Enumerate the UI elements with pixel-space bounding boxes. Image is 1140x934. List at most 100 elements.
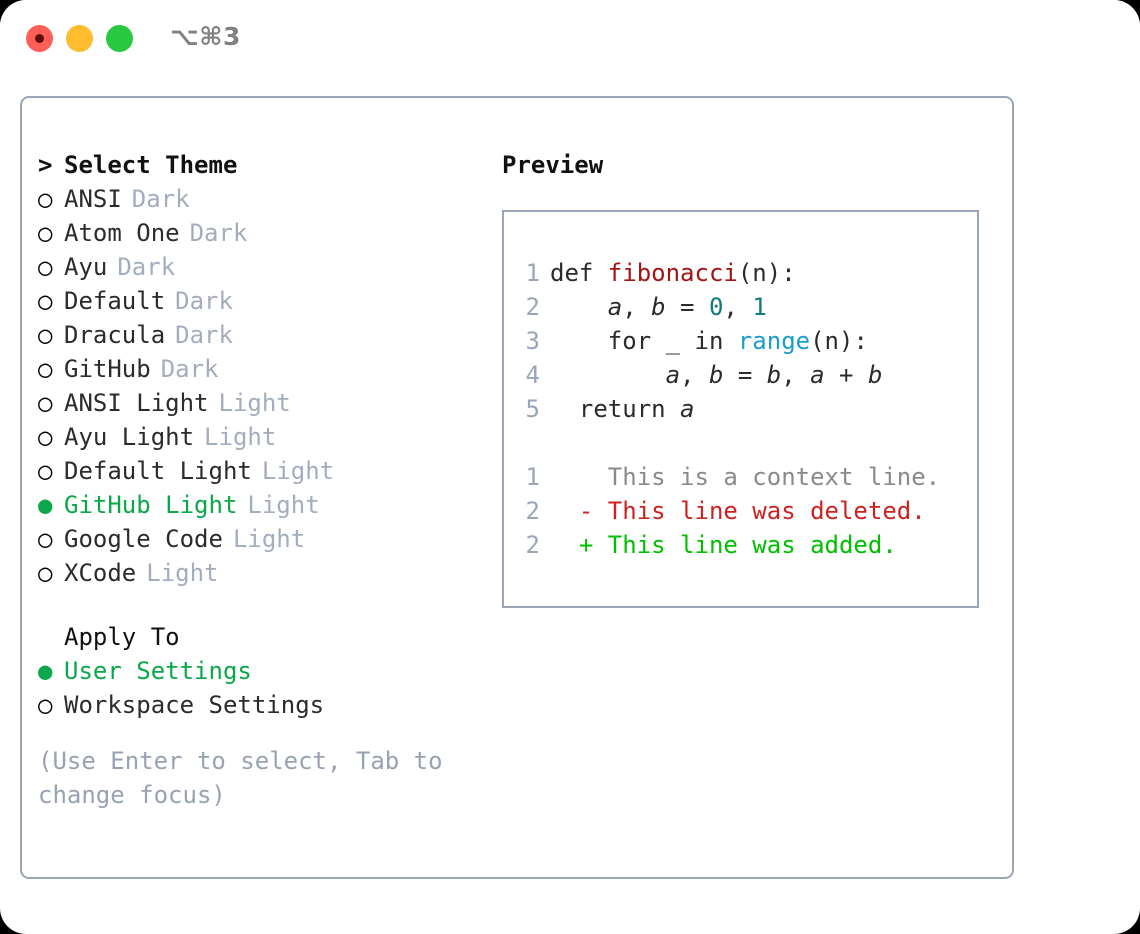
apply-to-marker-spacer [38, 620, 64, 654]
diff-line: 2 + This line was added. [504, 528, 977, 562]
line-number: 5 [525, 395, 540, 423]
line-number: 2 [525, 531, 540, 559]
keyboard-shortcut-label: ⌥⌘3 [170, 22, 241, 51]
select-theme-heading: >Select Theme [38, 148, 488, 182]
title-bar: ⌥⌘3 [0, 0, 1140, 78]
code-line: 1 def fibonacci(n): [504, 256, 977, 290]
keyboard-hint-text: (Use Enter to select, Tab to change focu… [38, 747, 458, 809]
theme-name-label: GitHub Light [64, 491, 238, 519]
radio-unselected-icon: ○ [38, 253, 53, 281]
code-token [550, 361, 666, 389]
theme-variant-label: Dark [117, 253, 176, 281]
apply-to-item[interactable]: ● User Settings [38, 654, 488, 688]
theme-name-label: Ayu [64, 253, 108, 281]
line-number: 1 [525, 463, 540, 491]
code-token: 1 [752, 293, 767, 321]
radio-unselected-icon: ○ [38, 457, 53, 485]
code-token: b [651, 293, 666, 321]
theme-variant-label: Light [204, 423, 277, 451]
code-line-content: def fibonacci(n): [550, 256, 796, 290]
apply-to-list[interactable]: ● User Settings ○Workspace Settings [38, 654, 488, 722]
radio-unselected-icon: ○ [38, 423, 53, 451]
code-token: + [824, 361, 868, 389]
close-button[interactable] [26, 25, 53, 52]
section-gap [38, 590, 488, 620]
code-token: b [867, 361, 883, 389]
theme-name-label: ANSI [64, 185, 122, 213]
theme-variant-label: Light [146, 559, 219, 587]
theme-name-label: Default Light [64, 457, 252, 485]
apply-to-heading: Apply To [38, 620, 488, 654]
code-line: 2 a, b = 0, 1 [504, 290, 977, 324]
theme-list-item[interactable]: ○ Ayu Light Light [38, 420, 488, 454]
code-diff-gap [504, 426, 977, 460]
code-token: , [723, 293, 753, 321]
theme-variant-label: Dark [131, 185, 190, 213]
code-token: b [766, 361, 782, 389]
theme-variant-label: Dark [160, 355, 219, 383]
preview-heading: Preview [502, 151, 604, 179]
radio-unselected-icon: ○ [38, 185, 53, 213]
line-number: 2 [525, 293, 540, 321]
close-icon [35, 34, 44, 43]
line-number: 1 [525, 259, 540, 287]
select-theme-heading-label: Select Theme [64, 151, 238, 179]
code-line-content: return a [550, 392, 695, 426]
minimize-button[interactable] [66, 25, 93, 52]
code-token: , [680, 361, 709, 389]
theme-list-item[interactable]: ○ XCode Light [38, 556, 488, 590]
apply-to-item[interactable]: ○Workspace Settings [38, 688, 488, 722]
code-token: = [665, 293, 709, 321]
theme-name-label: GitHub [64, 355, 151, 383]
radio-unselected-icon: ○ [38, 219, 53, 247]
code-token: = [723, 361, 767, 389]
theme-name-label: Google Code [64, 525, 223, 553]
diff-line-content: + This line was added. [550, 531, 897, 559]
code-token: (n): [810, 327, 868, 355]
theme-name-label: Dracula [64, 321, 166, 349]
theme-list-item[interactable]: ○ ANSI Dark [38, 182, 488, 216]
zoom-button[interactable] [106, 25, 133, 52]
radio-unselected-icon: ○ [38, 389, 53, 417]
theme-list-item[interactable]: ○ Ayu Dark [38, 250, 488, 284]
diff-line-content: This is a context line. [550, 463, 941, 491]
code-token: , [781, 361, 811, 389]
code-token: 0 [708, 293, 724, 321]
code-token: a [680, 395, 695, 423]
code-token: b [708, 361, 724, 389]
code-token: fibonacci [607, 259, 738, 287]
theme-variant-label: Light [247, 491, 320, 519]
theme-variant-label: Dark [175, 287, 233, 315]
apply-to-heading-label: Apply To [64, 623, 180, 651]
theme-name-label: XCode [64, 559, 137, 587]
theme-name-label: Ayu Light [64, 423, 195, 451]
code-token: a [607, 293, 623, 321]
window-controls [26, 25, 133, 52]
theme-list-item[interactable]: ○ Default Light Light [38, 454, 488, 488]
apply-to-item-label: Workspace Settings [64, 691, 325, 719]
code-line-content: for _ in range(n): [550, 324, 868, 358]
theme-variant-label: Light [261, 457, 335, 485]
radio-unselected-icon: ○ [38, 525, 53, 553]
radio-selected-icon: ● [38, 657, 53, 685]
code-token: a [810, 361, 825, 389]
radio-unselected-icon: ○ [38, 559, 53, 587]
apply-to-item-label: User Settings [64, 657, 252, 685]
code-line: 5 return a [504, 392, 977, 426]
theme-variant-label: Light [218, 389, 291, 417]
code-token: return [550, 395, 681, 423]
code-line: 3 for _ in range(n): [504, 324, 977, 358]
